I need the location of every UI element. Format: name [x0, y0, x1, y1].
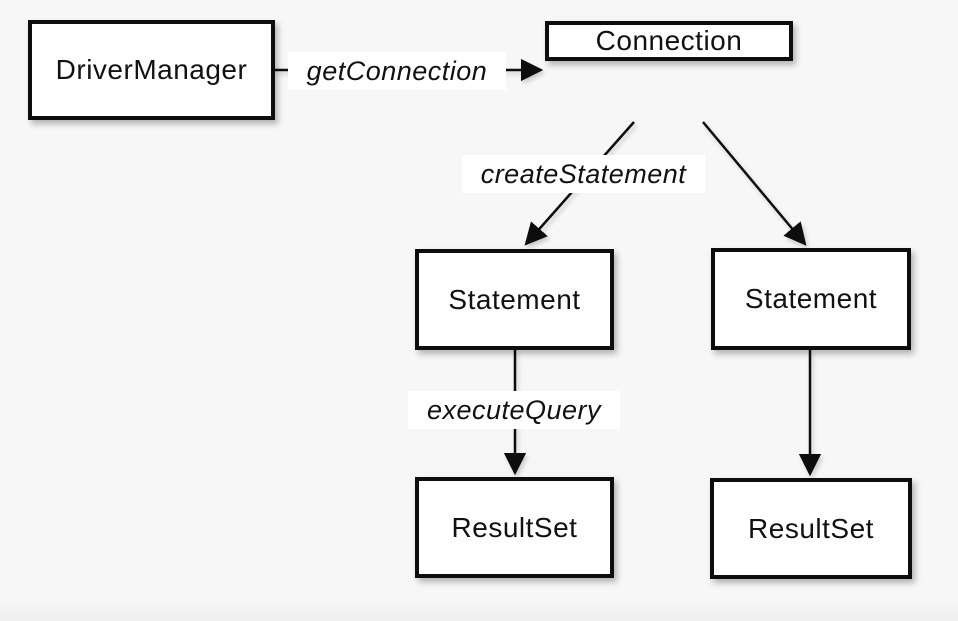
node-connection-label: Connection [595, 25, 743, 56]
node-resultset-right: ResultSet [710, 478, 912, 579]
node-statement-left: Statement [415, 249, 614, 350]
edge-label-getconnection: getConnection [288, 52, 506, 90]
edge-connection-statement-right-arrow [702, 121, 807, 246]
node-statement-right: Statement [711, 248, 911, 350]
node-driver-manager-label: DriverManager [55, 54, 248, 85]
node-resultset-left-label: ResultSet [451, 511, 578, 543]
node-statement-right-label: Statement [744, 283, 878, 314]
node-connection: Connection [545, 21, 793, 61]
node-resultset-right-label: ResultSet [748, 512, 874, 544]
node-statement-left-label: Statement [448, 283, 581, 315]
edge-label-createstatement: createStatement [462, 155, 705, 193]
node-resultset-left: ResultSet [415, 477, 614, 578]
node-driver-manager: DriverManager [28, 20, 275, 120]
edge-label-executequery: executeQuery [408, 391, 620, 429]
